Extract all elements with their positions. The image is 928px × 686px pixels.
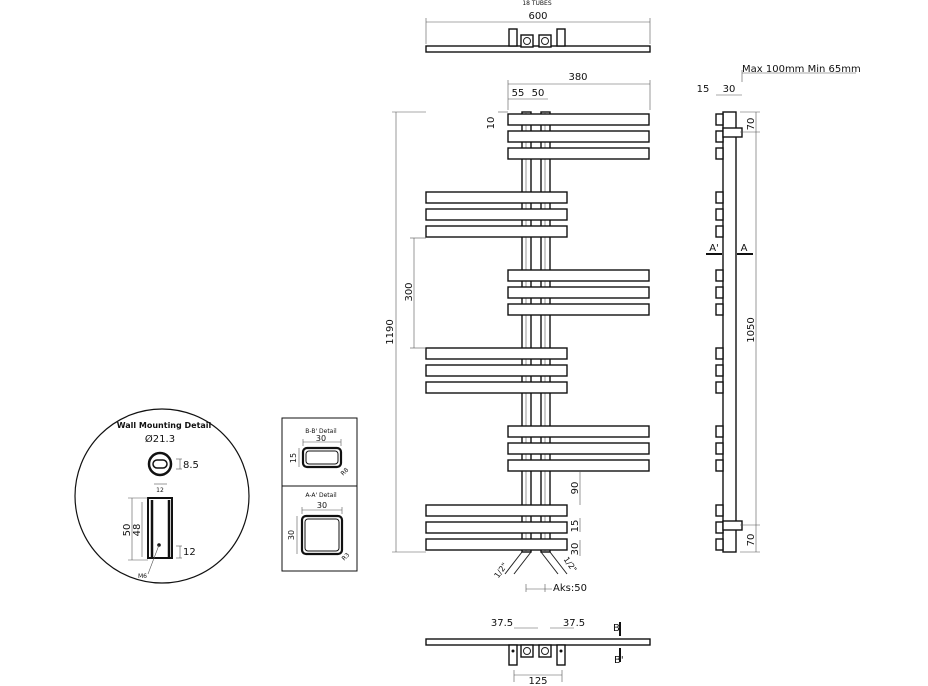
dim-90-label: 90 xyxy=(570,482,581,495)
spacing-300-label: 300 xyxy=(404,282,415,301)
wall-mount-title: Wall Mounting Detail xyxy=(117,421,212,430)
valve-left-label: 1/2" xyxy=(493,561,510,580)
top-view: 18 TUBES 600 xyxy=(425,0,651,53)
top-collector-left xyxy=(520,34,534,48)
bottom-dim-center-label: 125 xyxy=(528,676,547,686)
collector-left xyxy=(521,111,532,553)
side-dim-30-label: 30 xyxy=(723,84,736,95)
dim-50-label: 50 xyxy=(532,88,545,99)
dim-48-label: 48 xyxy=(132,524,143,537)
section-b-prime-label: B' xyxy=(614,655,624,666)
max-min-label: Max 100mm Min 65mm xyxy=(742,64,861,75)
dim-10-label: 10 xyxy=(486,117,497,130)
bottom-collector-left xyxy=(520,644,534,658)
dim-15-label: 15 xyxy=(570,520,581,533)
aa-height-label: 30 xyxy=(287,530,296,540)
tube-group-left-2 xyxy=(425,347,568,394)
bottom-dim-right-label: 37.5 xyxy=(563,618,585,629)
side-collector xyxy=(722,111,737,553)
bottom-dim-left-label: 37.5 xyxy=(491,618,513,629)
wall-mounting-detail: Wall Mounting Detail Ø21.3 8.5 12 M6 50 … xyxy=(74,408,250,584)
front-width-label: 380 xyxy=(568,72,587,83)
side-1050-label: 1050 xyxy=(746,317,757,342)
side-70-bottom-label: 70 xyxy=(746,534,757,547)
dim-12-side-label: 12 xyxy=(183,547,196,558)
thread-m6-label: M6 xyxy=(138,573,147,580)
tubes-count-label: 18 TUBES xyxy=(522,0,552,7)
bottom-bracket-left xyxy=(508,644,518,666)
section-a-label: A xyxy=(741,243,748,254)
side-bracket-top xyxy=(722,127,743,138)
bb-radius-label: R8 xyxy=(340,467,351,478)
top-bracket-left xyxy=(508,28,518,47)
wall-mount-diameter: Ø21.3 xyxy=(145,433,175,445)
side-dim-15-label: 15 xyxy=(697,84,710,95)
bb-height-label: 15 xyxy=(289,453,298,463)
valve-right-label: 1/2" xyxy=(562,555,579,574)
side-bracket-bottom xyxy=(722,520,743,531)
side-view: Max 100mm Min 65mm 15 30 xyxy=(697,64,861,553)
collector-right xyxy=(540,111,551,553)
dim-30-label: 30 xyxy=(570,543,581,556)
height-1190-label: 1190 xyxy=(385,319,396,344)
aa-detail: A-A' Detail 30 30 R3 xyxy=(287,492,351,562)
aa-width-label: 30 xyxy=(317,501,327,510)
section-b-label: B xyxy=(613,623,620,634)
detail-circle xyxy=(74,408,250,584)
dim-12-top-label: 12 xyxy=(156,487,164,494)
side-70-top-label: 70 xyxy=(746,118,757,131)
aa-radius-label: R3 xyxy=(341,552,352,563)
bottom-view: 37.5 37.5 125 B B' xyxy=(425,618,651,686)
top-collector-right xyxy=(538,34,552,48)
front-view: 380 55 50 10 xyxy=(385,72,651,594)
bb-detail: B-B' Detail 30 15 R8 xyxy=(289,428,350,477)
section-details: B-B' Detail 30 15 R8 A-A' Detail 30 30 R… xyxy=(281,417,358,572)
tube-group-right-1 xyxy=(507,113,650,160)
bb-detail-title: B-B' Detail xyxy=(305,428,337,435)
bottom-tube-body xyxy=(425,638,651,646)
tube-group-right-2 xyxy=(507,269,650,316)
section-a-prime-label: A' xyxy=(709,243,719,254)
tube-group-left-3 xyxy=(425,504,568,551)
aa-detail-title: A-A' Detail xyxy=(305,492,337,499)
top-bracket-right xyxy=(556,28,566,47)
top-width-label: 600 xyxy=(528,11,547,22)
aks-label: Aks:50 xyxy=(553,583,587,594)
dim-8-5-label: 8.5 xyxy=(183,460,199,471)
side-tube-ends xyxy=(715,113,724,551)
bottom-bracket-right xyxy=(556,644,566,666)
tube-group-right-3 xyxy=(507,425,650,472)
tube-group-left-1 xyxy=(425,191,568,238)
top-tube-body xyxy=(425,45,651,53)
bb-width-label: 30 xyxy=(316,434,326,443)
dim-55-label: 55 xyxy=(512,88,525,99)
bottom-collector-right xyxy=(538,644,552,658)
dim-50-label: 50 xyxy=(122,524,133,537)
